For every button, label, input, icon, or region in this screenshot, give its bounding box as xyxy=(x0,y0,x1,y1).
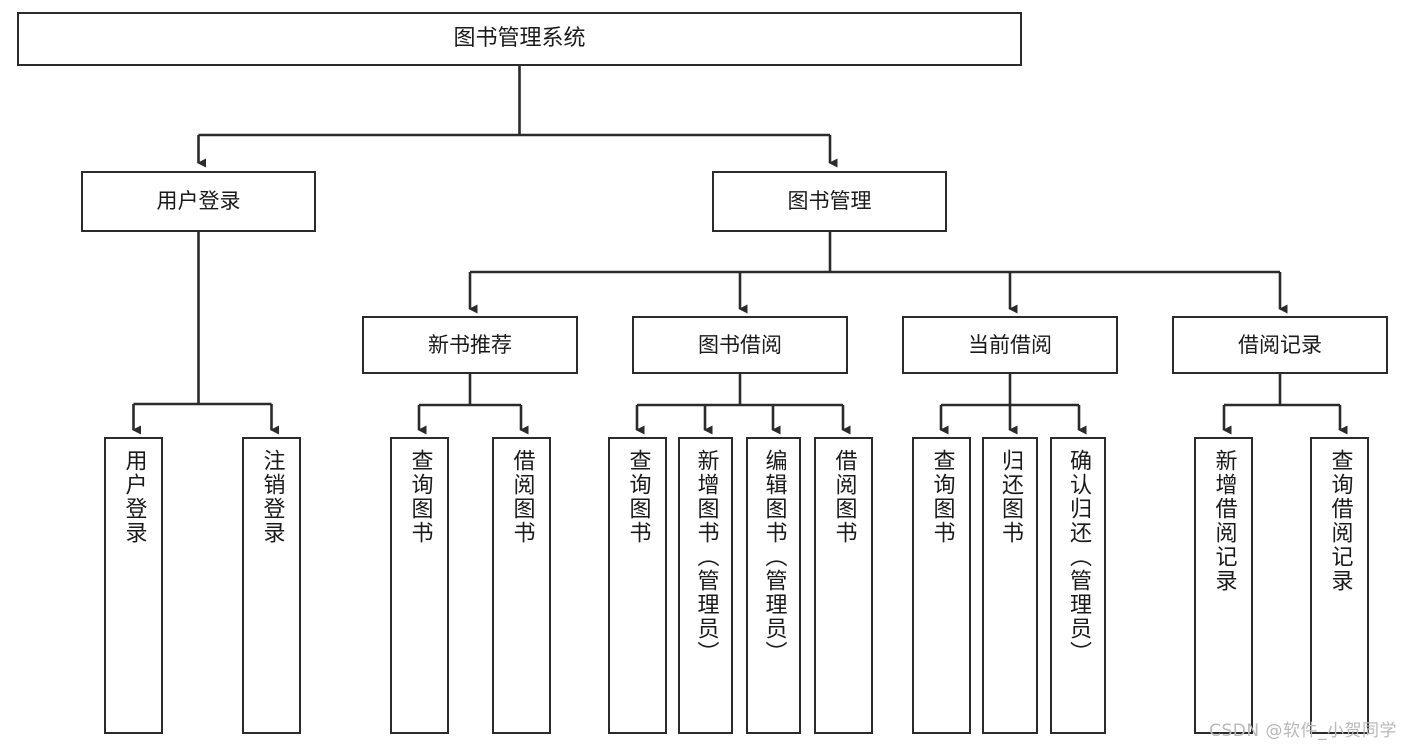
node-label: 查询图书 xyxy=(625,449,651,545)
node-current-borrow[interactable]: 当前借阅 xyxy=(902,316,1118,374)
node-leaf-query-book-current[interactable]: 查询图书 xyxy=(912,437,971,734)
node-label: 借阅记录 xyxy=(1238,332,1322,357)
node-label: 借阅图书 xyxy=(509,449,535,545)
node-new-book-recommend[interactable]: 新书推荐 xyxy=(362,316,578,374)
node-book-borrow[interactable]: 图书借阅 xyxy=(632,316,848,374)
node-leaf-add-book-admin[interactable]: 新增图书（管理员） xyxy=(678,437,733,734)
node-label: 编辑图书（管理员） xyxy=(761,449,787,665)
node-label: 图书借阅 xyxy=(698,332,782,357)
node-leaf-borrow-book-recommend[interactable]: 借阅图书 xyxy=(492,437,551,734)
node-label: 借阅图书 xyxy=(831,449,857,545)
node-label: 查询图书 xyxy=(929,449,955,545)
node-leaf-return-book[interactable]: 归还图书 xyxy=(982,437,1038,734)
node-label: 确认归还（管理员） xyxy=(1066,449,1091,665)
node-label: 新书推荐 xyxy=(428,332,512,357)
node-label: 新增图书（管理员） xyxy=(693,449,719,665)
node-label: 用户登录 xyxy=(121,449,147,545)
watermark: CSDN @软件_小贺同学 xyxy=(1209,721,1397,741)
node-leaf-query-borrow-record[interactable]: 查询借阅记录 xyxy=(1310,437,1369,734)
node-label: 注销登录 xyxy=(259,449,285,545)
node-leaf-confirm-return-admin[interactable]: 确认归还（管理员） xyxy=(1050,437,1106,734)
node-leaf-logout[interactable]: 注销登录 xyxy=(242,437,301,734)
node-leaf-borrow-book[interactable]: 借阅图书 xyxy=(814,437,873,734)
node-label: 当前借阅 xyxy=(968,332,1052,357)
node-label: 归还图书 xyxy=(998,449,1023,545)
node-book-management[interactable]: 图书管理 xyxy=(712,171,947,232)
node-root-book-management-system[interactable]: 图书管理系统 xyxy=(17,12,1022,66)
node-leaf-edit-book-admin[interactable]: 编辑图书（管理员） xyxy=(746,437,801,734)
node-label: 图书管理 xyxy=(787,189,872,214)
node-user-login[interactable]: 用户登录 xyxy=(81,171,316,232)
node-leaf-add-borrow-record[interactable]: 新增借阅记录 xyxy=(1194,437,1253,734)
node-leaf-user-login[interactable]: 用户登录 xyxy=(104,437,163,734)
node-label: 图书管理系统 xyxy=(453,26,586,52)
node-leaf-query-book-borrow[interactable]: 查询图书 xyxy=(608,437,667,734)
node-label: 查询图书 xyxy=(407,449,433,545)
node-borrow-record[interactable]: 借阅记录 xyxy=(1172,316,1388,374)
node-leaf-query-book-recommend[interactable]: 查询图书 xyxy=(390,437,449,734)
node-label: 用户登录 xyxy=(156,189,241,214)
node-label: 查询借阅记录 xyxy=(1327,449,1353,593)
node-label: 新增借阅记录 xyxy=(1211,449,1237,593)
